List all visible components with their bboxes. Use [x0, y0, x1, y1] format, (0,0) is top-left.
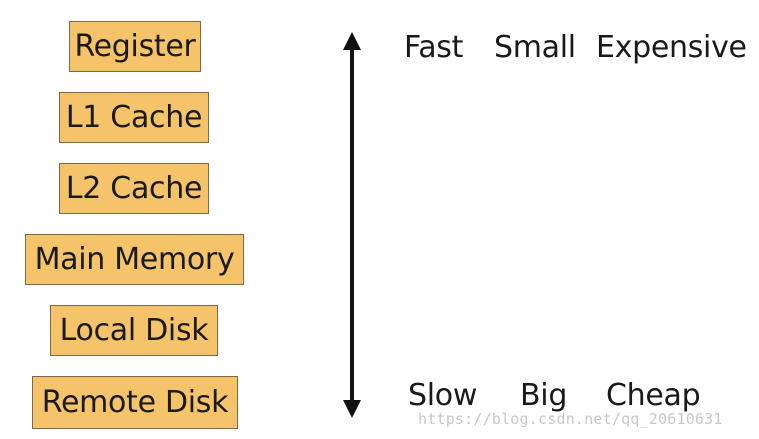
- level-label: Main Memory: [34, 241, 235, 277]
- level-label: Remote Disk: [41, 384, 229, 420]
- level-register: Register: [69, 21, 201, 72]
- watermark: https://blog.csdn.net/qq_20610631: [418, 410, 723, 428]
- level-l1-cache: L1 Cache: [59, 92, 209, 143]
- level-label: Register: [74, 28, 196, 64]
- label-big: Big: [520, 378, 568, 413]
- double-arrow-icon: [343, 32, 361, 418]
- level-main-memory: Main Memory: [25, 234, 244, 285]
- level-local-disk: Local Disk: [50, 305, 218, 356]
- label-small: Small: [494, 30, 576, 65]
- level-l2-cache: L2 Cache: [59, 163, 209, 214]
- level-label: L2 Cache: [65, 170, 203, 206]
- label-expensive: Expensive: [596, 30, 747, 65]
- level-remote-disk: Remote Disk: [32, 376, 238, 429]
- label-fast: Fast: [404, 30, 464, 65]
- level-label: Local Disk: [59, 312, 209, 348]
- label-cheap: Cheap: [606, 378, 701, 413]
- level-label: L1 Cache: [65, 99, 203, 135]
- label-slow: Slow: [408, 378, 478, 413]
